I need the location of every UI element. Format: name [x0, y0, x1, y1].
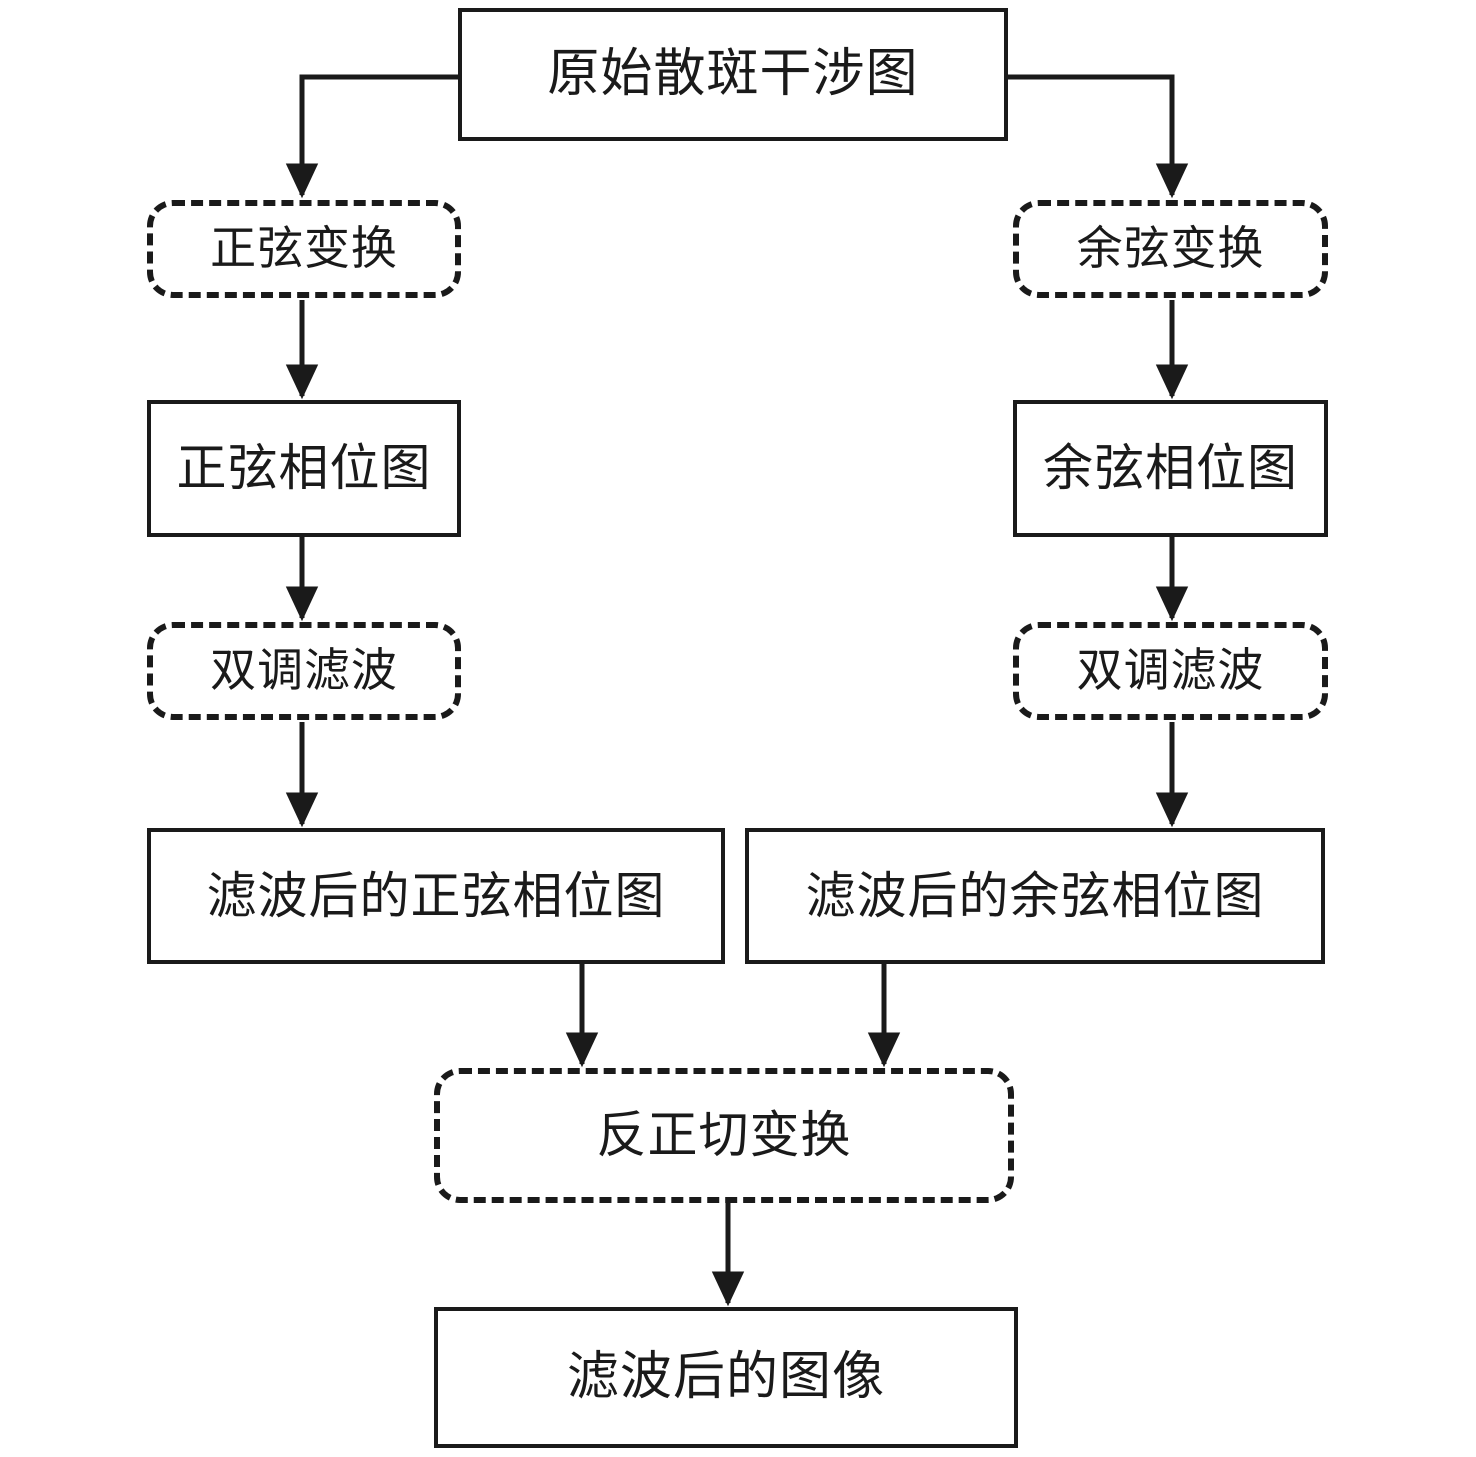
node-sine-filtered-phase: 滤波后的正弦相位图 [147, 828, 725, 964]
edge-source-to-cosine-transform [1008, 74, 1189, 199]
node-sine-transform: 正弦变换 [147, 200, 461, 298]
node-cosine-phase: 余弦相位图 [1013, 400, 1328, 537]
node-cosine-filter-label: 双调滤波 [1076, 644, 1265, 696]
node-sine-phase-label: 正弦相位图 [176, 440, 432, 496]
node-cosine-filtered-phase-label: 滤波后的余弦相位图 [805, 867, 1265, 924]
node-sine-filtered-phase-label: 滤波后的正弦相位图 [206, 867, 666, 924]
node-sine-transform-label: 正弦变换 [210, 222, 398, 274]
edge-source-to-sine-transform [285, 74, 458, 199]
node-cosine-filter: 双调滤波 [1013, 622, 1328, 720]
node-cosine-filtered-phase: 滤波后的余弦相位图 [745, 828, 1325, 964]
node-output-label: 滤波后的图像 [566, 1348, 886, 1406]
node-cosine-transform: 余弦变换 [1013, 200, 1328, 298]
node-cosine-phase-label: 余弦相位图 [1043, 440, 1298, 496]
node-sine-filter: 双调滤波 [147, 622, 461, 720]
node-output: 滤波后的图像 [434, 1307, 1018, 1448]
node-sine-filter-label: 双调滤波 [210, 644, 398, 696]
node-sine-phase: 正弦相位图 [147, 400, 461, 537]
node-arctan-transform: 反正切变换 [434, 1068, 1014, 1203]
node-source: 原始散斑干涉图 [458, 8, 1008, 141]
node-arctan-transform-label: 反正切变换 [596, 1107, 852, 1163]
node-cosine-transform-label: 余弦变换 [1076, 222, 1265, 274]
node-source-label: 原始散斑干涉图 [547, 45, 919, 103]
